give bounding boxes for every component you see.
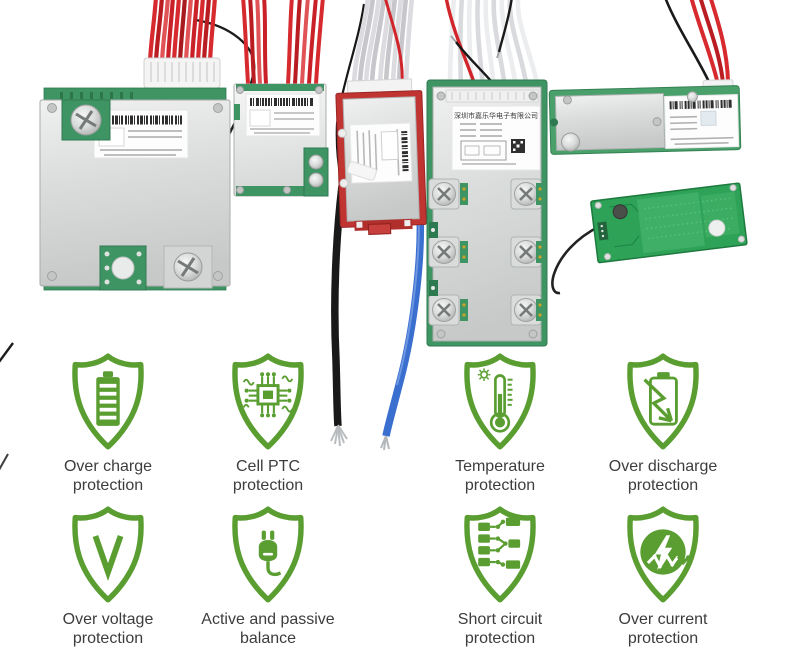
- bms-board-1: [39, 0, 256, 291]
- sun-glyph: [480, 370, 489, 379]
- shield-circuit-icon: [464, 506, 536, 603]
- product-collage: 深圳市嘉乐华电子有限公司: [0, 0, 748, 471]
- shield-chip-icon: [232, 353, 304, 450]
- black-wire: [551, 224, 601, 295]
- lightning-bolt-glyph: [654, 535, 673, 571]
- shield-voltage-icon: [72, 506, 144, 603]
- black-cable-frayed-tip: [330, 424, 348, 447]
- bms-board-4: 深圳市嘉乐华电子有限公司: [426, 0, 548, 347]
- blue-power-cable: [382, 196, 425, 437]
- bms-board-2: [233, 0, 329, 197]
- shield-current-icon: [627, 506, 699, 603]
- shield-thermometer-icon: [464, 353, 536, 450]
- spec-label: [451, 105, 541, 171]
- black-wire-2: [497, 0, 513, 53]
- letter-v-glyph: [92, 535, 124, 582]
- bms-board-3: [330, 0, 427, 451]
- red-wire-harness-2: [241, 0, 325, 86]
- black-power-cable: [331, 185, 346, 427]
- wiring-diagram: [460, 140, 507, 161]
- shield-battery-icon: [72, 353, 144, 450]
- stray-wires: [0, 342, 14, 471]
- blue-cable-frayed-tip: [380, 435, 390, 451]
- shield-discharge-icon: [627, 353, 699, 450]
- corner-screws: [47, 103, 223, 281]
- round-component: [612, 204, 628, 220]
- shield-plug-icon: [232, 506, 304, 603]
- bms-board-5: [548, 0, 742, 155]
- pcb-board-6: [551, 182, 748, 295]
- white-connector: [143, 57, 221, 89]
- red-connector: [367, 223, 392, 235]
- large-screw: [561, 132, 581, 152]
- white-cable-clamp: [347, 161, 377, 181]
- red-wire-harness-1: [147, 0, 217, 65]
- board-label-title: 深圳市嘉乐华电子有限公司: [454, 111, 538, 120]
- black-wire: [663, 0, 712, 85]
- screw-terminals: [428, 178, 544, 326]
- white-wire-harness: [447, 0, 541, 91]
- grey-ribbon-cable: [351, 0, 415, 87]
- red-wires: [688, 0, 731, 88]
- red-ribbon-wire: [384, 0, 404, 85]
